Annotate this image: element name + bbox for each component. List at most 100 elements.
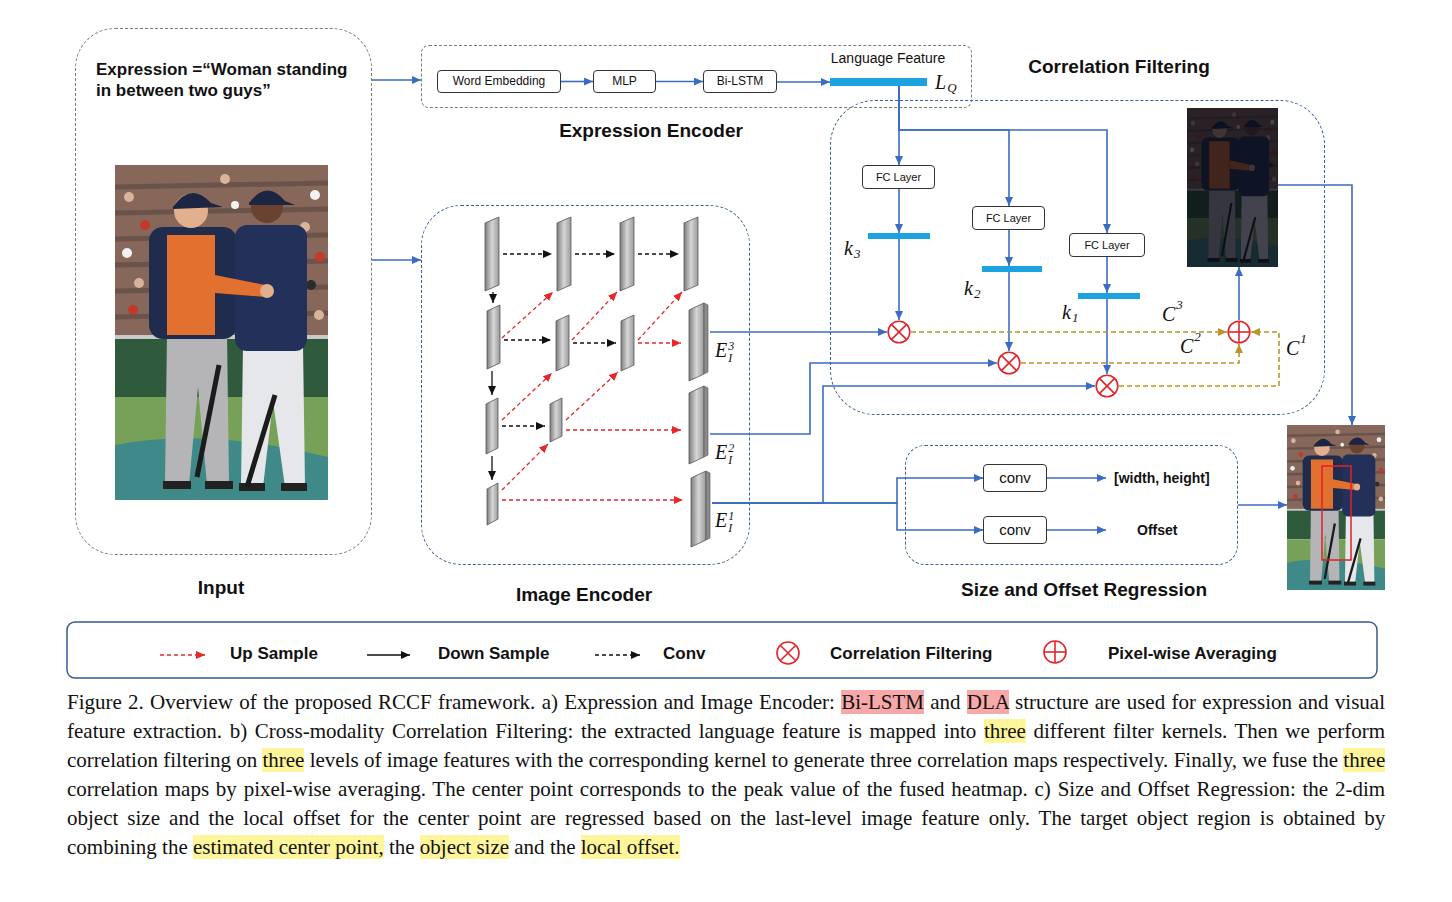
kernel-bar: k1	[1078, 293, 1140, 299]
math-index: 2	[1194, 330, 1201, 344]
math-symbol: k3	[844, 236, 860, 260]
feature-map-drawing	[688, 470, 712, 548]
correlation-symbol	[1095, 374, 1119, 398]
math-symbol: EI1	[715, 508, 734, 534]
upsample-arrows-part	[502, 444, 548, 490]
math-letter: E	[715, 338, 727, 362]
conv-arrows-part	[502, 425, 545, 426]
conv-box: conv	[983, 464, 1047, 492]
output-label: [width, height]	[1114, 469, 1210, 487]
legend-symbols-part	[780, 645, 796, 661]
upsample-arrows-part	[572, 292, 617, 340]
math-subscript: I	[728, 352, 734, 364]
upsample-arrows-part	[502, 499, 683, 500]
highlight: three	[984, 719, 1026, 743]
symbol-drawing-part	[1001, 355, 1016, 370]
math-index: 1	[1300, 332, 1307, 346]
connector	[911, 331, 1227, 333]
feature-maps-part	[621, 315, 634, 371]
panel-title: Input	[198, 576, 244, 600]
legend-text: Down Sample	[438, 643, 549, 665]
math-indices: I2	[728, 442, 734, 466]
connector	[1021, 344, 1239, 363]
conv-arrows	[502, 254, 679, 426]
heatmap-picture	[1187, 108, 1278, 267]
feature-map-drawing-part	[706, 471, 710, 540]
math-letter: L	[935, 70, 946, 94]
averaging-symbol	[1227, 320, 1251, 344]
figure-caption: Figure 2. Overview of the proposed RCCF …	[67, 688, 1385, 862]
panel-title: Size and Offset Regression	[961, 578, 1207, 602]
connector	[710, 363, 997, 434]
upsample-arrows-part	[638, 342, 681, 343]
connector	[710, 331, 887, 333]
math-letter: k	[964, 276, 973, 300]
feature-maps-part	[486, 398, 498, 454]
math-index: Q	[947, 81, 956, 95]
math-index: 1	[1072, 311, 1079, 325]
connector	[1008, 272, 1010, 351]
feature-map-drawing	[686, 302, 710, 382]
box-label: conv	[999, 521, 1031, 539]
filter-panel: Correlation FilteringFC LayerFC LayerFC …	[830, 100, 1325, 415]
edge-label: C2	[1178, 334, 1203, 358]
feature-maps	[485, 217, 698, 525]
encoder-panel: Expression EncoderWord EmbeddingMLPBi-LS…	[421, 45, 972, 108]
conv-arrows-part	[504, 339, 551, 340]
feature-map-drawing-part	[704, 386, 708, 457]
legend-downsample	[367, 654, 410, 655]
expression-text: Expression =“Woman standing in between t…	[96, 59, 358, 101]
correlation-symbol	[887, 320, 911, 344]
kernel-bar: k3	[868, 233, 930, 239]
feature-map: EI2	[686, 385, 710, 465]
symbol-drawing-part	[998, 352, 1020, 374]
highlight: Bi-LSTM	[841, 690, 924, 714]
highlight: DLA	[967, 690, 1009, 714]
conv-arrows-part	[503, 253, 552, 254]
legend-conv	[595, 654, 640, 655]
output-arrows-part	[1047, 477, 1106, 479]
connector	[561, 81, 593, 83]
fc-box: FC Layer	[972, 206, 1045, 230]
feature-map: EI3	[686, 302, 710, 382]
symbol-drawing-part	[1096, 375, 1118, 397]
symbol-drawing	[1095, 374, 1119, 398]
edge-label: C1	[1284, 336, 1309, 360]
highlight: three	[1343, 748, 1385, 772]
connector	[1238, 267, 1240, 320]
math-symbol: LQ	[935, 70, 957, 94]
correlation-symbol	[997, 351, 1021, 375]
output-label: Offset	[1137, 521, 1177, 539]
output-image	[1287, 425, 1385, 590]
math-letter: k	[1062, 300, 1071, 324]
math-indices: I3	[728, 340, 734, 364]
conv-arrows-part	[575, 253, 615, 254]
math-subscript: I	[728, 522, 734, 534]
symbol-drawing-part	[891, 324, 906, 339]
connector	[899, 86, 1107, 233]
math-letter: E	[715, 508, 727, 532]
highlight: local offset.	[581, 835, 680, 859]
box-label: conv	[999, 469, 1031, 487]
legend-text: Correlation Filtering	[830, 643, 992, 665]
connector	[372, 79, 421, 81]
regression-panel: Size and Offset Regressionconvconv	[905, 445, 1238, 565]
conv-arrows-part	[573, 342, 616, 343]
legend-text: Conv	[663, 643, 706, 665]
feature-maps-part	[485, 217, 499, 291]
legend-symbols-part	[780, 645, 796, 661]
math-superscript: 1	[728, 510, 734, 522]
upsample-arrows-part	[502, 373, 552, 420]
legend-text: Pixel-wise Averaging	[1108, 643, 1277, 665]
math-letter: k	[844, 236, 853, 260]
legend-text: Up Sample	[230, 643, 318, 665]
connector	[656, 81, 703, 83]
feature-map-drawing	[686, 385, 710, 465]
symbol-drawing-part	[891, 324, 906, 339]
math-symbol: EI3	[715, 338, 734, 364]
math-superscript: 3	[728, 340, 734, 352]
feature-maps-part	[684, 217, 698, 291]
connector	[1008, 230, 1010, 266]
upsample-arrows-part	[566, 372, 618, 420]
